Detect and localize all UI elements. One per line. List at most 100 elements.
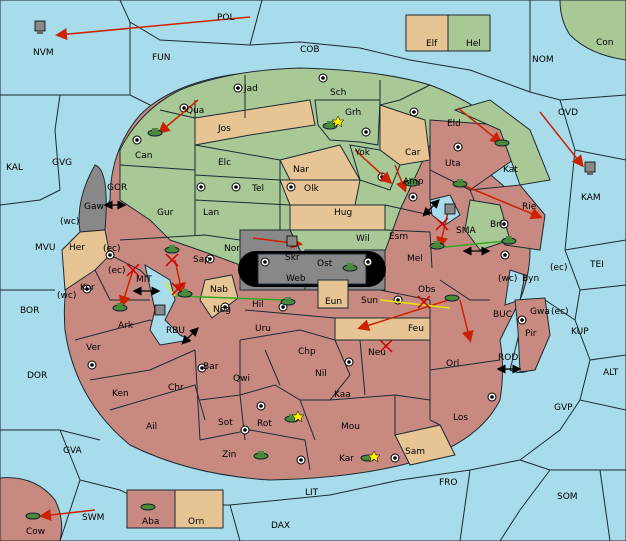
region-label: Mou — [341, 422, 360, 432]
fleet-icon — [154, 304, 166, 316]
region-label: Mel — [407, 254, 423, 264]
region-label: Gwa — [530, 307, 550, 317]
region-label: Cow — [26, 527, 45, 537]
fleet-icon — [286, 235, 298, 247]
units — [25, 20, 596, 520]
region-label: Kat — [503, 165, 518, 175]
region-label: Nab — [210, 285, 228, 295]
region-label: Nor — [224, 244, 240, 254]
region-label: Rie — [522, 202, 537, 212]
region-label: Bri — [490, 220, 502, 230]
failed-orders — [126, 217, 449, 353]
region-Orn[interactable] — [174, 489, 224, 529]
army-icon — [147, 128, 163, 137]
region-label: NVM — [33, 48, 54, 58]
region-label: Byn — [522, 274, 539, 284]
army-icon — [25, 512, 41, 520]
region-label: Sap — [193, 255, 210, 265]
region-label: DAX — [271, 521, 290, 531]
region-label: Ver — [86, 343, 101, 353]
region-label: Sch — [330, 88, 346, 98]
region-label: Chr — [168, 383, 184, 393]
region-label: Qua — [186, 106, 204, 116]
adjacency-arrows — [103, 199, 522, 374]
region-Sam[interactable] — [394, 424, 456, 466]
region-label: Eld — [447, 119, 461, 129]
region-label: Her — [69, 243, 85, 253]
region-label: OVD — [558, 108, 578, 118]
region-label: ALT — [603, 368, 619, 378]
region-label: Kaa — [334, 390, 351, 400]
region-label: Bar — [203, 362, 219, 372]
region-label: Gaw — [84, 202, 104, 212]
region-Car[interactable] — [379, 104, 431, 166]
region-label: Ken — [112, 389, 129, 399]
region-label: Con — [596, 38, 614, 48]
region-Con[interactable] — [559, 0, 626, 61]
region-label: Ost — [317, 259, 333, 269]
region-Hel[interactable] — [447, 14, 491, 52]
region-label: Kar — [339, 454, 354, 464]
region-label: COB — [300, 45, 320, 55]
region-label: Nar — [293, 165, 309, 175]
fleet-icon — [444, 203, 456, 215]
region-label: SMA — [456, 226, 476, 236]
region-Kat[interactable] — [453, 99, 551, 186]
region-label: Elf — [426, 39, 438, 49]
region-label: Yok — [354, 148, 371, 158]
region-label: MIT — [136, 275, 152, 285]
inland-lake — [238, 251, 386, 309]
army-icon — [429, 241, 445, 250]
region-label: LIT — [305, 488, 319, 498]
star-icon — [331, 115, 345, 128]
region-label: Nil — [315, 369, 327, 379]
region-label: TEI — [589, 260, 604, 270]
region-label: (wc) — [498, 274, 517, 284]
region-label: Ark — [118, 321, 134, 331]
region-label: (ec) — [551, 307, 569, 317]
region-label: FRO — [439, 478, 458, 488]
region-label: Ail — [146, 422, 157, 432]
region-Elf[interactable] — [405, 14, 449, 52]
region-label: Gur — [157, 208, 174, 218]
army-icon — [452, 179, 468, 188]
region-label: Sot — [218, 418, 233, 428]
region-label: Grh — [345, 108, 361, 118]
region-label: FUN — [152, 53, 171, 63]
region-label: Hug — [334, 208, 352, 218]
army-icon — [280, 297, 296, 306]
fleet-icon — [34, 20, 46, 34]
region-Bri[interactable] — [464, 199, 511, 251]
region-Cow[interactable] — [0, 477, 63, 541]
army-icon — [444, 294, 460, 302]
army-icon — [404, 178, 420, 187]
region-label: (ec) — [103, 244, 121, 254]
region-label: Pir — [525, 329, 537, 339]
region-label: ROD — [498, 353, 518, 363]
army-icon — [253, 451, 269, 460]
army-icon — [177, 289, 193, 298]
region-label: Feu — [408, 324, 424, 334]
army-icon — [322, 121, 338, 130]
region-label: Jad — [243, 84, 258, 94]
region-label: Sam — [405, 447, 425, 457]
region-label: DOR — [27, 371, 47, 381]
region-label: NOM — [532, 55, 554, 65]
region-label: (ec) — [550, 263, 568, 273]
region-label: Can — [135, 151, 153, 161]
region-label: Elc — [218, 158, 231, 168]
region-label: BUC — [493, 310, 512, 320]
region-label: Tel — [251, 184, 264, 194]
region-label: GOR — [107, 183, 127, 193]
region-label: Kor — [80, 283, 95, 293]
region-label: RBU — [166, 326, 185, 336]
region-label: Skr — [285, 253, 300, 263]
region-label: Orn — [188, 517, 204, 527]
army-icon — [164, 245, 180, 254]
army-icon — [140, 503, 156, 511]
region-label: Aba — [142, 517, 159, 527]
star-icon — [291, 410, 305, 423]
region-label: SWM — [82, 513, 104, 523]
